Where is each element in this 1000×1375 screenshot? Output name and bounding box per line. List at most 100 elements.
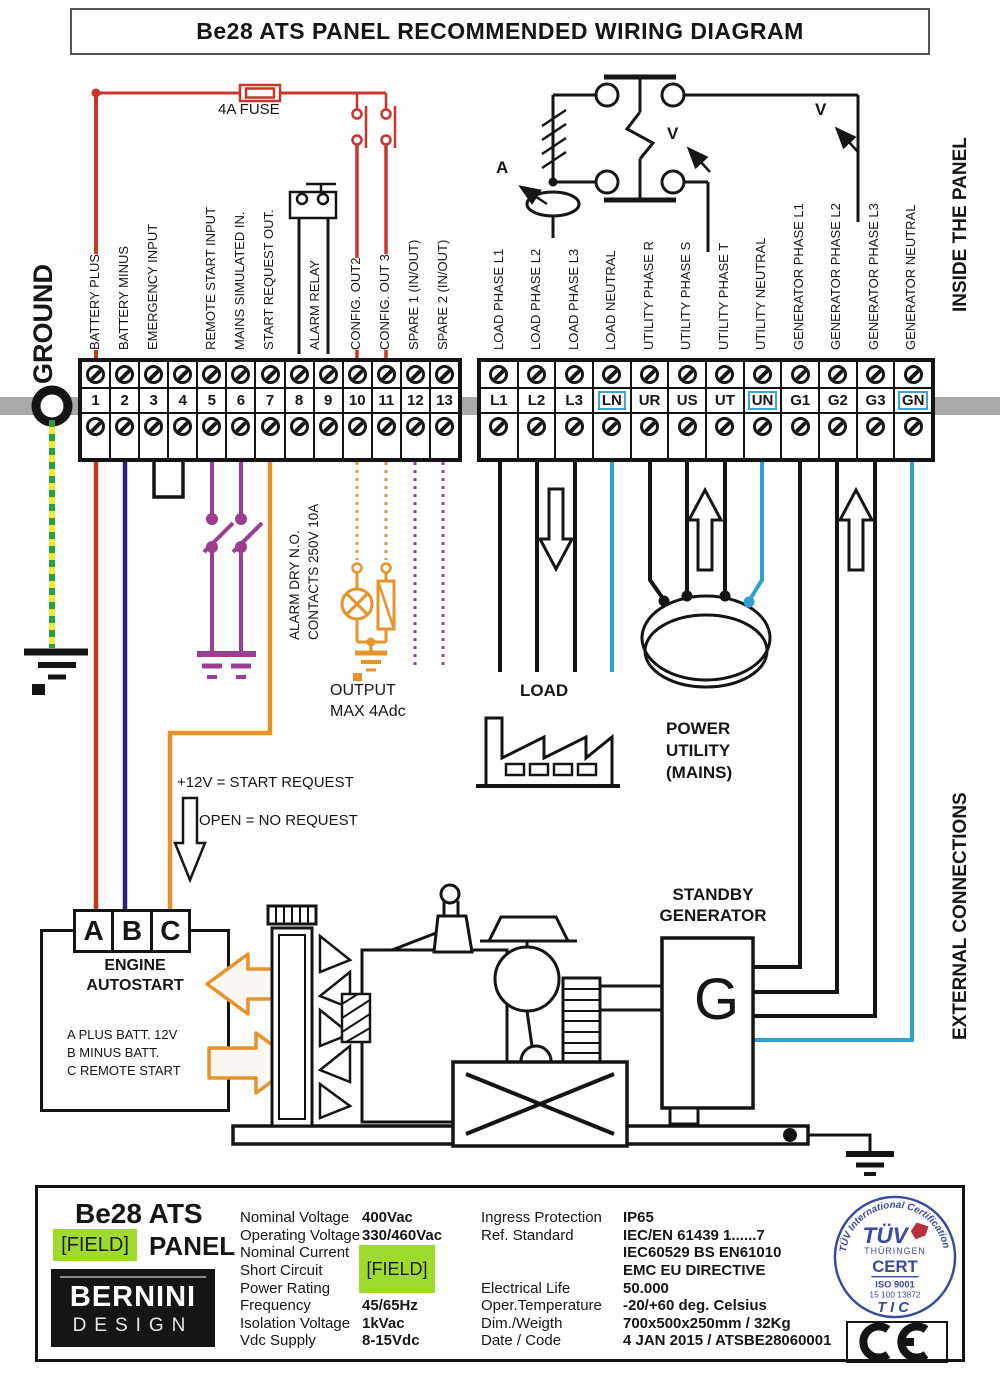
alternator-box <box>660 936 755 1110</box>
terminal-label-GN: GENERATOR NEUTRAL <box>903 204 920 350</box>
terminal-number: L1 <box>490 392 508 409</box>
standby-generator-label: STANDBY GENERATOR <box>659 885 767 925</box>
engine-terminal-c: C <box>149 909 191 953</box>
terminal-cell-US: US <box>669 362 708 458</box>
ground-label: GROUND <box>28 264 60 384</box>
terminal-cell-LN: LN <box>594 362 632 458</box>
terminal-cell-3: 3 <box>140 362 170 458</box>
screw-icon <box>202 417 222 436</box>
terminal-cell-13: 13 <box>430 362 459 458</box>
terminal-label-1: BATTERY PLUS <box>87 253 104 350</box>
voltmeter-utility-label: V <box>667 124 679 143</box>
terminal-number: 5 <box>207 392 217 409</box>
no-request-note: OPEN = NO REQUEST <box>199 812 358 829</box>
spec-row: IEC60529 BS EN61010 <box>481 1244 831 1262</box>
screw-icon <box>144 417 164 436</box>
terminal-number: 9 <box>323 392 333 409</box>
screw-icon <box>260 417 280 436</box>
screw-icon <box>347 365 367 384</box>
terminal-cell-G1: G1 <box>782 362 821 458</box>
screw-icon <box>173 365 193 384</box>
screw-icon <box>260 365 280 384</box>
spec-label: Vdc Supply <box>240 1332 316 1350</box>
resistor-icon <box>376 579 396 631</box>
screw-icon <box>790 417 810 436</box>
terminal-number: L3 <box>565 392 583 409</box>
ground-ring-icon <box>31 385 73 427</box>
terminal-label-12: SPARE 1 (IN/OUT) <box>405 239 422 350</box>
spec-value: IP65 <box>623 1209 654 1227</box>
terminal-cell-L1: L1 <box>481 362 519 458</box>
spec-row: EMC EU DIRECTIVE <box>481 1262 831 1280</box>
earth-ground-icon <box>24 648 88 695</box>
terminal-cell-8: 8 <box>285 362 315 458</box>
terminal-number: LN <box>597 390 626 411</box>
spec-value: IEC/EN 61439 1......7 <box>623 1226 765 1244</box>
screw-icon <box>434 365 454 384</box>
terminal-cell-5: 5 <box>198 362 228 458</box>
terminal-cell-1: 1 <box>82 362 112 458</box>
terminal-number: 6 <box>236 392 246 409</box>
screw-icon <box>753 417 773 436</box>
output-ground-icon <box>353 650 387 681</box>
terminal-number: 13 <box>436 392 453 409</box>
terminal-cell-2: 2 <box>111 362 141 458</box>
alarm-contacts-label-1: ALARM DRY N.O. <box>287 530 303 640</box>
spec-row: Short Circuit <box>240 1262 442 1280</box>
screw-icon <box>144 365 164 384</box>
spec-row: Nominal Current <box>240 1244 442 1262</box>
air-cleaner-icon <box>480 915 577 947</box>
spec-label: Isolation Voltage <box>240 1314 351 1332</box>
factory-icon <box>476 716 620 788</box>
terminal-label-3: EMERGENCY INPUT <box>145 223 162 350</box>
utility-feeder <box>640 462 772 689</box>
generator-feeder <box>753 462 914 1042</box>
terminal-number: GN <box>897 390 929 411</box>
spec-label: Electrical Life <box>481 1279 571 1297</box>
screw-icon <box>86 365 106 384</box>
ground-bus <box>0 385 1000 427</box>
radiator-icon <box>266 904 318 1128</box>
changeover-switch <box>518 74 860 252</box>
logo-divider <box>60 1276 206 1278</box>
terminal-number: 10 <box>348 392 366 409</box>
screw-icon <box>602 365 622 384</box>
panel-label: PANEL <box>149 1231 236 1261</box>
terminal-cell-12: 12 <box>401 362 431 458</box>
terminal-cell-UT: UT <box>707 362 745 458</box>
terminal-label-13: SPARE 2 (IN/OUT) <box>434 239 451 350</box>
alarm-ground-icons <box>197 651 256 679</box>
terminal-cell-10: 10 <box>343 362 373 458</box>
screw-icon <box>173 417 193 436</box>
voltmeter-generator-label: V <box>815 100 827 119</box>
bernini-design-logo: BERNINI DESIGN <box>51 1269 215 1347</box>
title-bar: Be28 ATS PANEL RECOMMENDED WIRING DIAGRA… <box>70 8 930 55</box>
engine-autostart-notes: A PLUS BATT. 12V B MINUS BATT. C REMOTE … <box>67 1027 181 1078</box>
spec-value: 330/460Vac <box>362 1226 443 1244</box>
screw-icon <box>527 365 546 384</box>
terminal-number: L2 <box>527 392 546 409</box>
terminal-number: 1 <box>91 392 100 409</box>
screw-icon <box>640 365 660 384</box>
external-connections-label: EXTERNAL CONNECTIONS <box>950 792 972 1040</box>
terminal-label-LN: LOAD NEUTRAL <box>603 250 620 350</box>
fuse-label: 4A FUSE <box>218 101 280 118</box>
tuv-cert: CERT <box>872 1257 918 1276</box>
field-value-box: [FIELD] <box>359 1245 435 1293</box>
terminal-number: 12 <box>407 392 424 409</box>
screw-icon <box>828 365 848 384</box>
ct-coil-icon <box>640 594 772 689</box>
meter-arrows <box>518 126 859 206</box>
screw-icon <box>376 417 396 436</box>
generator-g-label: G <box>694 967 740 1032</box>
spec-value: -20/+60 deg. Celsius <box>623 1297 767 1315</box>
screw-icon <box>115 417 135 436</box>
start-request-arrow-icon <box>173 796 207 884</box>
spec-value: 50.000 <box>623 1279 669 1297</box>
screw-icon <box>866 417 886 436</box>
tuv-iso: ISO 9001 <box>875 1280 914 1290</box>
logo-line2: DESIGN <box>72 1315 194 1336</box>
